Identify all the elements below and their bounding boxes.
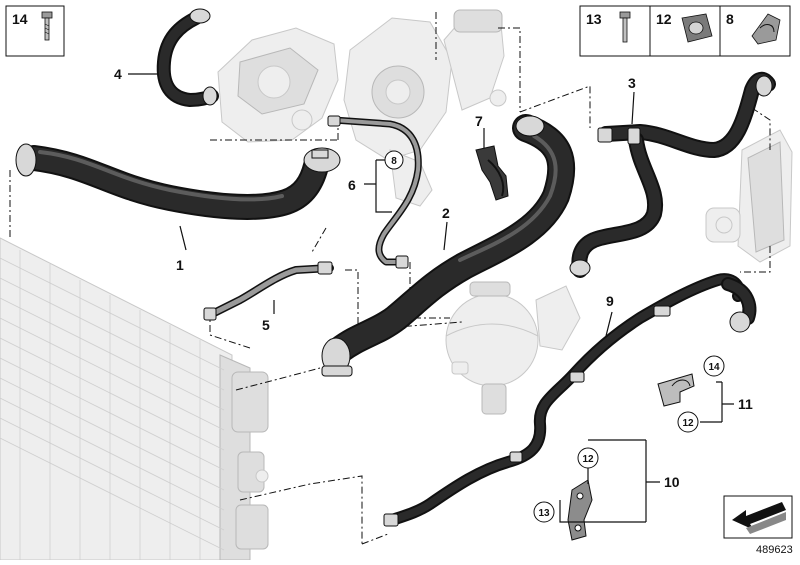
callout-2: 2 [442, 205, 450, 221]
expansion-tank-ghost [445, 281, 581, 415]
water-pump-ghost [217, 9, 507, 207]
callout-11: 11 [738, 396, 753, 412]
bolt-icon [619, 11, 631, 43]
bracket-11 [657, 373, 695, 407]
circled-callout-12-lower: 12 [577, 447, 599, 484]
legend-number-12: 12 [656, 11, 672, 27]
radiator-ghost [0, 237, 269, 561]
hose-1 [15, 143, 341, 220]
circled-callout-13: 13 [533, 501, 555, 523]
orientation-arrow-box [723, 495, 793, 539]
spring-clip-icon [751, 13, 781, 45]
pipe-5 [203, 261, 334, 321]
reference-number: 489623 [756, 544, 793, 556]
hose-3 [569, 71, 776, 278]
callout-3: 3 [628, 75, 636, 91]
bracket-10 [567, 479, 593, 541]
hose-4 [156, 8, 219, 107]
circled-callout-12-lower-label: 12 [582, 454, 594, 465]
hose-9 [383, 273, 757, 527]
callout-5: 5 [262, 317, 270, 333]
legend-box-right: 13 12 8 [579, 5, 791, 57]
circled-callout-12-upper: 12 [677, 411, 699, 433]
hose-2 [321, 114, 576, 377]
callout-6: 6 [348, 177, 356, 193]
callout-10: 10 [664, 474, 680, 490]
legend-number-8: 8 [726, 11, 734, 27]
circled-callout-8: 8 [384, 150, 404, 170]
circled-callout-12-upper-label: 12 [682, 418, 694, 429]
coolant-cooler-ghost [705, 129, 793, 263]
callout-7: 7 [475, 113, 483, 129]
bolt-icon [41, 11, 53, 41]
legend-number-14: 14 [12, 11, 28, 27]
direction-arrow-icon [732, 502, 786, 534]
circled-callout-14-label: 14 [708, 362, 720, 373]
circled-callout-8-label: 8 [391, 156, 397, 167]
callout-4: 4 [114, 66, 122, 82]
legend-number-13: 13 [586, 11, 602, 27]
pipe-6 [327, 115, 422, 269]
bracket-7 [475, 145, 509, 201]
callout-1: 1 [176, 257, 184, 273]
clip-nut-icon [681, 13, 713, 43]
circled-callout-13-label: 13 [538, 508, 550, 519]
circled-callout-14: 14 [703, 355, 725, 377]
callout-9: 9 [606, 293, 614, 309]
legend-box-left: 14 [5, 5, 65, 57]
